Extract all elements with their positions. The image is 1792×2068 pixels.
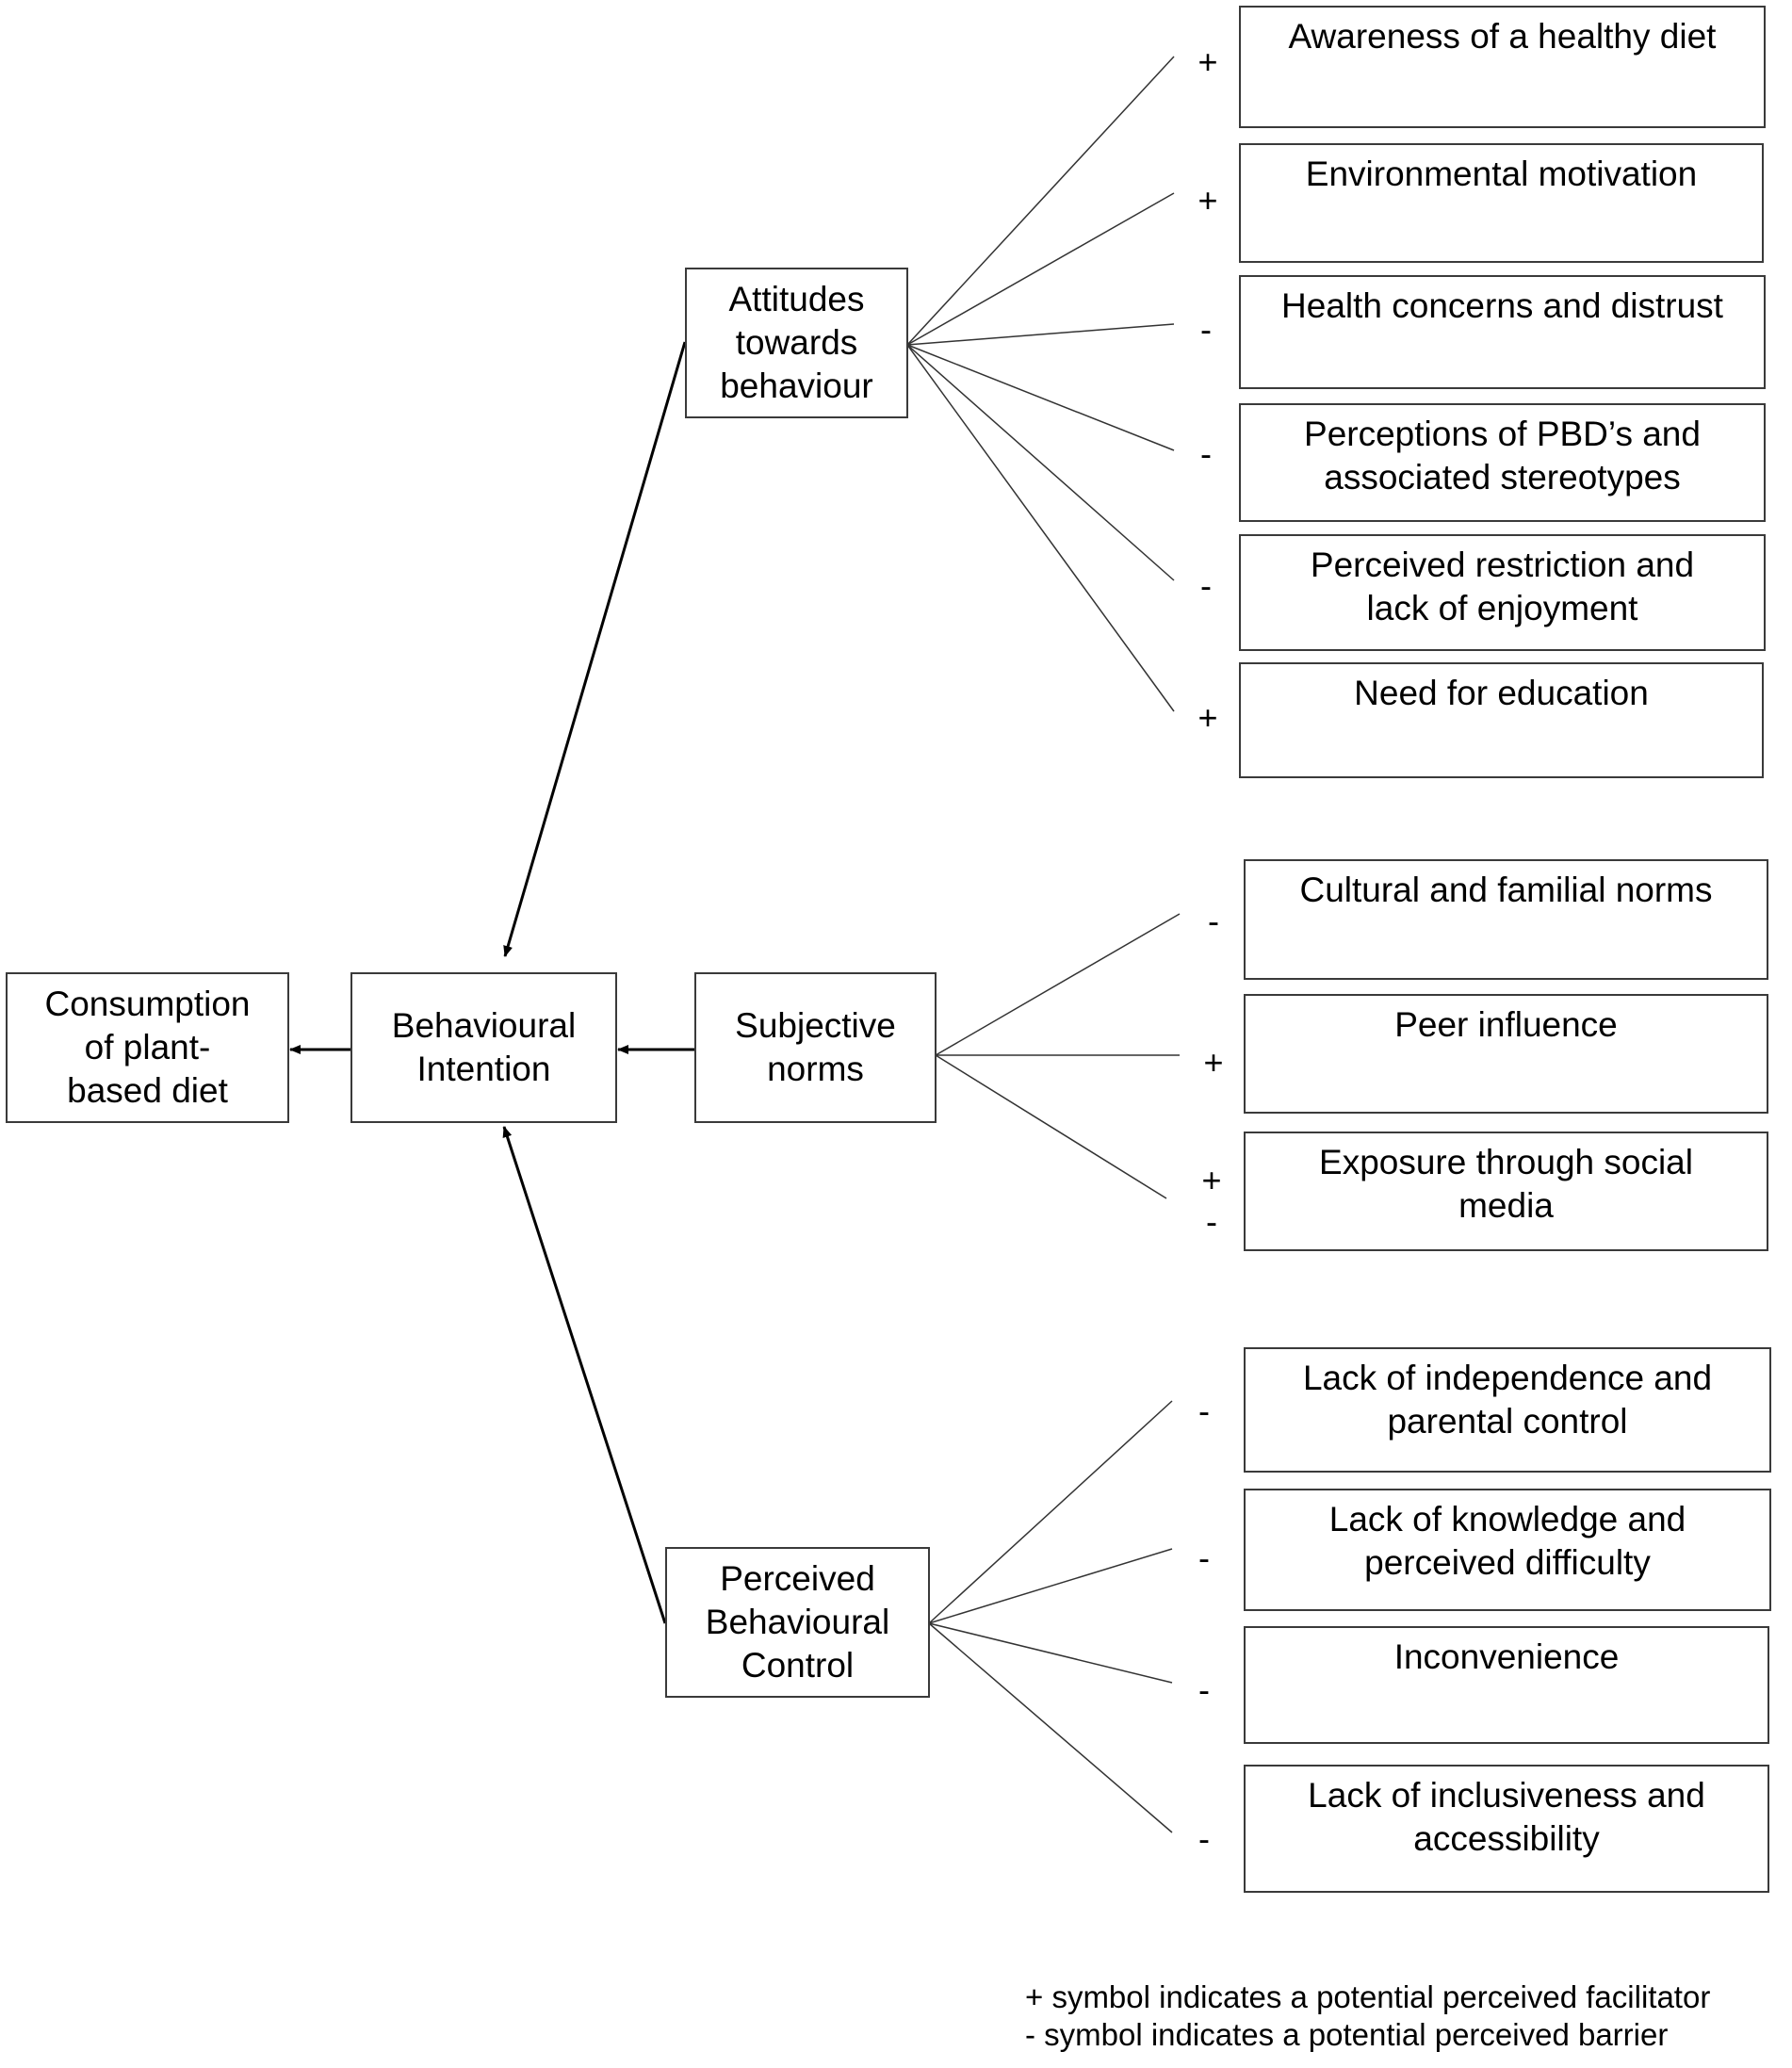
- intention-box: Behavioural Intention: [350, 972, 617, 1123]
- factor-label: Perceptions of PBD’s and associated ster…: [1304, 415, 1701, 497]
- factor-sign: +: [1197, 42, 1218, 81]
- factor-sign: +: [1197, 181, 1218, 220]
- factor-box: Environmental motivation: [1239, 143, 1764, 263]
- legend: + symbol indicates a potential perceived…: [1025, 1978, 1710, 2054]
- factor-sign: -: [1198, 1819, 1210, 1858]
- factor-sign: +: [1197, 698, 1218, 737]
- factor-label: Environmental motivation: [1305, 155, 1698, 193]
- factor-sign: -: [1200, 434, 1212, 473]
- norms-fan-lines: [935, 913, 1181, 1199]
- consumption-box: Consumption of plant-based diet: [6, 972, 289, 1123]
- factor-box: Need for education: [1239, 662, 1764, 778]
- factor-box: Lack of knowledge and perceived difficul…: [1244, 1489, 1771, 1611]
- factor-label: Cultural and familial norms: [1299, 871, 1713, 909]
- control-box: Perceived Behavioural Control: [665, 1547, 930, 1698]
- factor-box: Perceived restriction and lack of enjoym…: [1239, 534, 1766, 651]
- factor-sign: -: [1198, 1392, 1210, 1430]
- arrow-control-to-intention: [502, 1126, 667, 1624]
- factor-box: Awareness of a healthy diet: [1239, 6, 1766, 128]
- factor-label: Inconvenience: [1393, 1637, 1620, 1676]
- factor-label: Health concerns and distrust: [1281, 286, 1723, 325]
- factor-sign: -: [1206, 1202, 1217, 1241]
- control-label: Perceived Behavioural Control: [705, 1559, 890, 1685]
- factor-box: Lack of independence and parental contro…: [1244, 1347, 1771, 1473]
- intention-label: Behavioural Intention: [391, 1006, 577, 1088]
- attitudes-box: Attitudes towards behaviour: [685, 268, 908, 418]
- consumption-label: Consumption of plant-based diet: [44, 985, 251, 1110]
- legend-plus: + symbol indicates a potential perceived…: [1025, 1979, 1711, 2014]
- factor-box: Lack of inclusiveness and accessibility: [1244, 1765, 1769, 1893]
- factor-label: Perceived restriction and lack of enjoym…: [1310, 545, 1695, 627]
- factor-box: Peer influence: [1244, 994, 1768, 1114]
- factor-box: Health concerns and distrust: [1239, 275, 1766, 389]
- factor-label: Need for education: [1354, 674, 1649, 712]
- norms-box: Subjective norms: [694, 972, 937, 1123]
- factor-box: Inconvenience: [1244, 1626, 1769, 1744]
- factor-label: Lack of inclusiveness and accessibility: [1308, 1776, 1705, 1858]
- factor-label: Exposure through social media: [1319, 1143, 1693, 1225]
- factor-sign: -: [1208, 902, 1219, 940]
- control-fan-lines: [928, 1400, 1173, 1833]
- factor-label: Lack of independence and parental contro…: [1302, 1359, 1713, 1441]
- factor-sign: -: [1200, 566, 1212, 605]
- factor-sign: +: [1201, 1161, 1222, 1199]
- factor-box: Cultural and familial norms: [1244, 859, 1768, 980]
- factor-label: Awareness of a healthy diet: [1288, 17, 1717, 56]
- factor-sign: -: [1198, 1539, 1210, 1577]
- factor-sign: +: [1203, 1043, 1224, 1082]
- factor-box: Exposure through social media: [1244, 1132, 1768, 1251]
- attitudes-fan-lines: [906, 56, 1175, 712]
- factor-label: Lack of knowledge and perceived difficul…: [1328, 1500, 1686, 1582]
- arrow-attitudes-to-intention: [503, 341, 687, 957]
- norms-label: Subjective norms: [735, 1006, 896, 1088]
- factor-box: Perceptions of PBD’s and associated ster…: [1239, 403, 1766, 522]
- factor-sign: -: [1200, 310, 1212, 349]
- factor-sign: -: [1198, 1670, 1210, 1709]
- factor-label: Peer influence: [1394, 1005, 1618, 1044]
- attitudes-label: Attitudes towards behaviour: [720, 280, 873, 405]
- legend-minus: - symbol indicates a potential perceived…: [1025, 2017, 1669, 2052]
